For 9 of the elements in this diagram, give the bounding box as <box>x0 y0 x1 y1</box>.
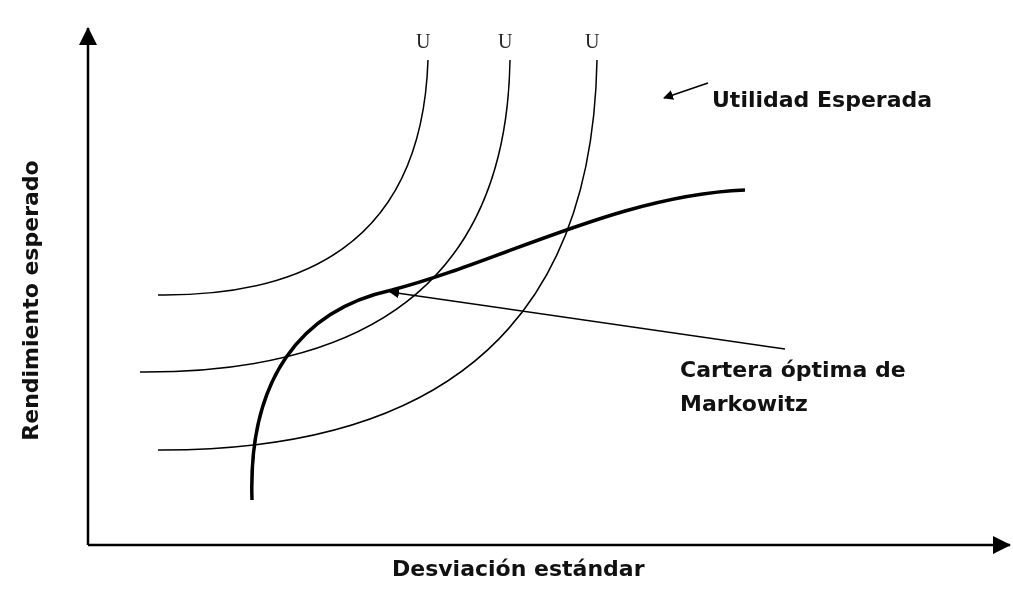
axis-label: Rendimiento esperado <box>17 159 43 441</box>
axis-label: Desviación estándar <box>392 556 645 581</box>
leader-arrow <box>389 288 786 350</box>
leader-arrow <box>663 82 709 100</box>
annotation-text: Utilidad Esperada <box>712 83 997 117</box>
curve-label: U <box>585 30 600 53</box>
curve-label: U <box>498 30 513 53</box>
curve-label: U <box>416 30 431 53</box>
annotation-text: Cartera óptima de Markowitz <box>680 353 980 421</box>
